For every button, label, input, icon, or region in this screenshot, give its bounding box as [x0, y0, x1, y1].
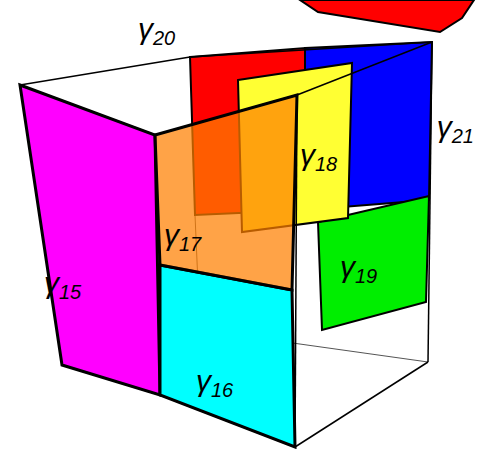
face-label: γ21	[437, 112, 474, 146]
cube-edges	[20, 42, 432, 447]
red-block	[300, 0, 474, 32]
orange-face	[155, 95, 297, 290]
face-label: γ17	[164, 220, 201, 254]
cyan-face	[160, 265, 295, 447]
magenta-face	[20, 85, 160, 395]
face-label: γ16	[196, 366, 233, 400]
face-label: γ18	[300, 140, 337, 174]
face-label: γ15	[44, 268, 81, 302]
face-label: γ19	[340, 252, 377, 286]
face-label: γ20	[138, 14, 175, 48]
